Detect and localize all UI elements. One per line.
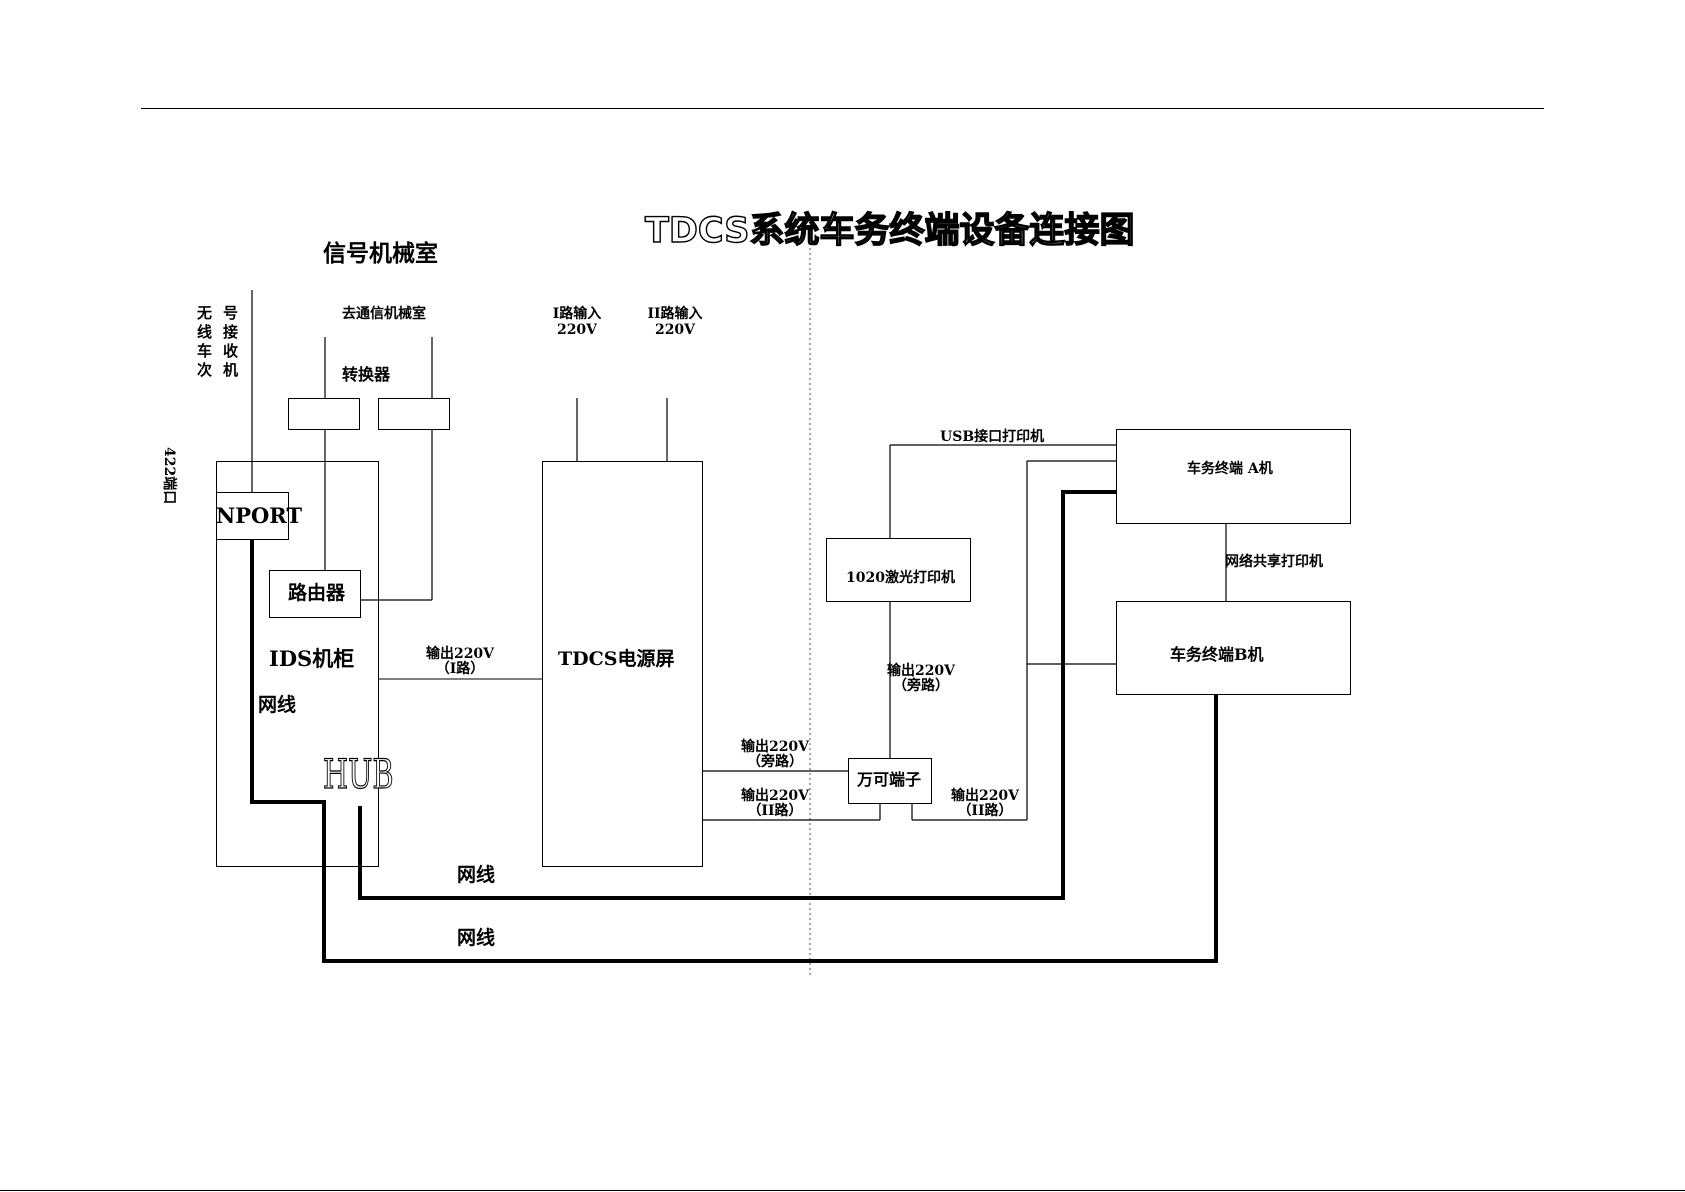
output-bypass-left-label: 输出220V （旁路） (735, 740, 815, 769)
laser-printer-label: 1020激光打印机 (846, 571, 955, 585)
converter-box-right (378, 398, 450, 430)
router-label: 路由器 (288, 584, 345, 603)
hub-label: HUB (323, 755, 394, 795)
input-2-line2: 220V (640, 323, 710, 337)
input-2-line1: II路输入 (640, 307, 710, 321)
terminal-a-label: 车务终端 A机 (1187, 462, 1273, 476)
room-label: 信号机械室 (323, 242, 438, 265)
output-bypass-vertical-line2: （旁路） (881, 679, 961, 693)
output-ii-right-label: 输出220V （II路） (945, 789, 1025, 818)
to-comm-room-label: 去通信机械室 (342, 307, 426, 321)
output-ii-right-line1: 输出220V (945, 789, 1025, 803)
output-bypass-left-line2: （旁路） (735, 755, 815, 769)
output-ii-left-label: 输出220V （II路） (735, 789, 815, 818)
net-line-1-label: 网线 (457, 866, 495, 885)
diagram-title: TDCS系统车务终端设备连接图 (645, 202, 1134, 253)
ids-cabinet-label: IDS机柜 (269, 648, 354, 669)
tdcs-power-label: TDCS电源屏 (558, 650, 674, 669)
shared-printer-label: 网络共享打印机 (1225, 555, 1323, 569)
converter-label: 转换器 (342, 367, 390, 383)
terminal-b-label: 车务终端B机 (1170, 647, 1264, 663)
output-1-label: 输出220V （I路） (420, 647, 500, 676)
output-bypass-vertical-line1: 输出220V (881, 664, 961, 678)
output-1-line2: （I路） (420, 662, 500, 676)
radio-receiver-label-col1: 无线车次 (196, 305, 211, 381)
input-1-label: I路输入 220V (549, 307, 605, 337)
output-ii-left-line1: 输出220V (735, 789, 815, 803)
input-1-line1: I路输入 (549, 307, 605, 321)
bottom-rule (0, 1190, 1685, 1191)
converter-box-left (288, 398, 360, 430)
radio-receiver-label-col2: 号接收机 (222, 305, 237, 381)
usb-printer-label: USB接口打印机 (940, 430, 1044, 444)
input-2-label: II路输入 220V (640, 307, 710, 337)
output-bypass-vertical-label: 输出220V （旁路） (881, 664, 961, 693)
net-line-inner-label: 网线 (258, 696, 296, 715)
output-1-line1: 输出220V (420, 647, 500, 661)
terminal-block-label: 万可端子 (857, 772, 921, 788)
output-ii-left-line2: （II路） (735, 804, 815, 818)
port-422-label: 422端口 (162, 447, 176, 504)
output-ii-right-line2: （II路） (945, 804, 1025, 818)
net-line-2-label: 网线 (457, 929, 495, 948)
nport-label: NPORT (216, 505, 302, 526)
input-1-line2: 220V (549, 323, 605, 337)
output-bypass-left-line1: 输出220V (735, 740, 815, 754)
